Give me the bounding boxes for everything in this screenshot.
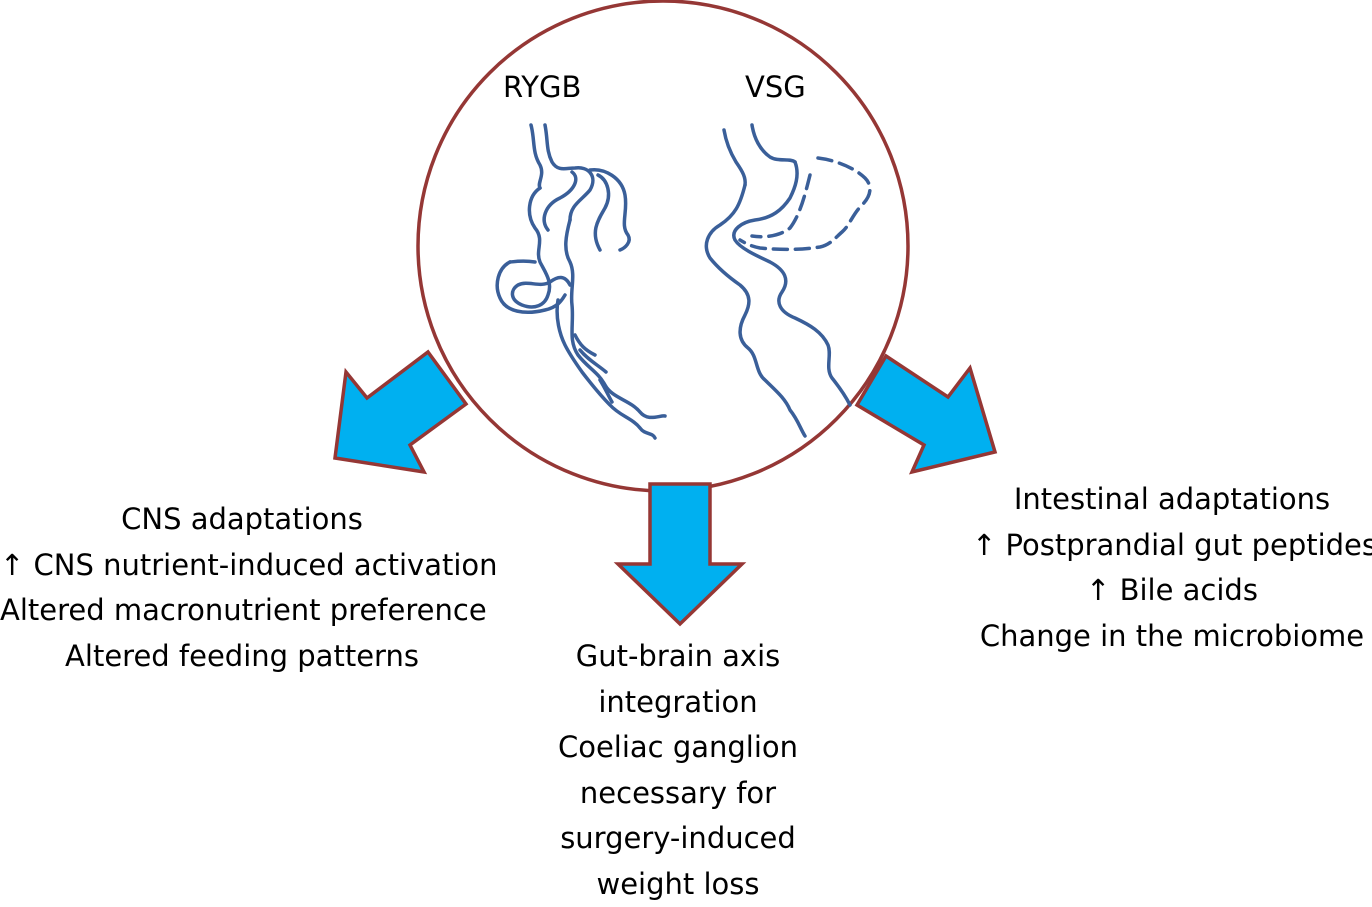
arrow-left: [335, 352, 466, 472]
intestinal-line-2: ↑ Postprandial gut peptides: [972, 523, 1372, 569]
intestinal-line-4: Change in the microbiome: [972, 614, 1372, 660]
arrow-middle: [618, 484, 742, 624]
vsg-label: VSG: [745, 70, 806, 104]
gut-brain-line-4: necessary for: [536, 771, 820, 817]
gut-brain-line-3: Coeliac ganglion: [536, 725, 820, 771]
intestinal-line-1: Intestinal adaptations: [972, 477, 1372, 523]
intestinal-line-3: ↑ Bile acids: [972, 568, 1372, 614]
cns-line-2: ↑ CNS nutrient-induced activation: [0, 543, 484, 589]
arrow-right: [857, 356, 995, 472]
cns-line-3: Altered macronutrient preference: [0, 588, 484, 634]
gut-brain-line-6: weight loss: [536, 862, 820, 907]
cns-line-4: Altered feeding patterns: [0, 634, 484, 680]
intestinal-adaptations-text: Intestinal adaptations ↑ Postprandial gu…: [972, 477, 1372, 659]
gut-brain-line-5: surgery-induced: [536, 816, 820, 862]
gut-brain-line-2: integration: [536, 680, 820, 726]
rygb-label: RYGB: [503, 70, 581, 104]
gut-brain-axis-text: Gut-brain axis integration Coeliac gangl…: [536, 634, 820, 907]
gut-brain-line-1: Gut-brain axis: [536, 634, 820, 680]
cns-adaptations-text: CNS adaptations ↑ CNS nutrient-induced a…: [0, 497, 484, 679]
cns-line-1: CNS adaptations: [0, 497, 484, 543]
